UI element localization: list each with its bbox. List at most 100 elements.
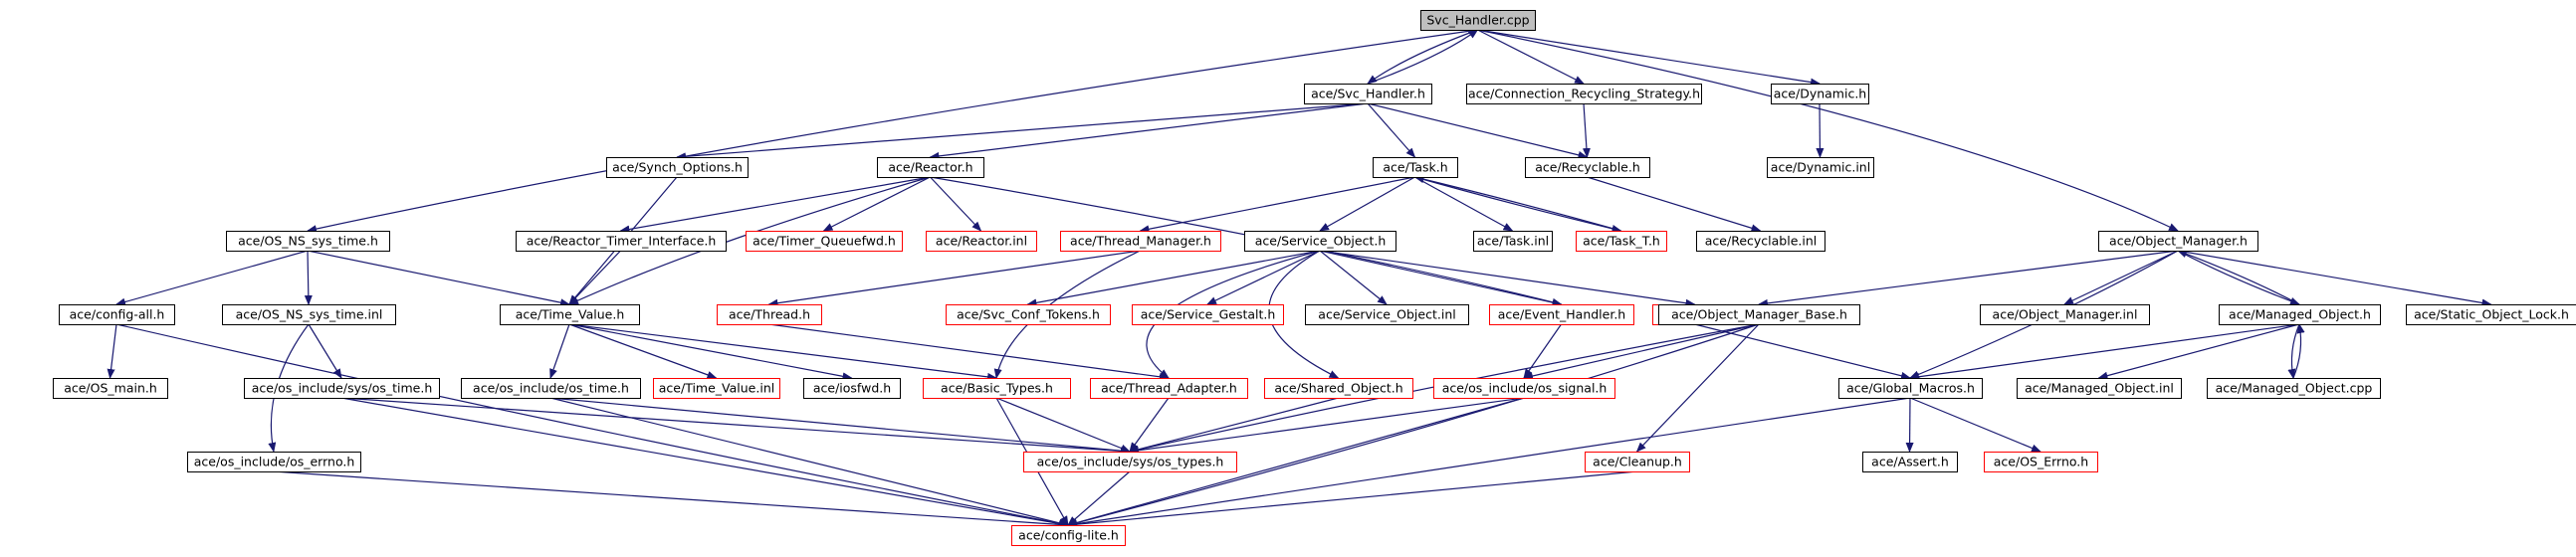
node-recyclable-h[interactable]: ace/Recyclable.h (1525, 157, 1650, 178)
node-label: ace/config-all.h (70, 307, 165, 322)
edge-object_manager_h-to-object_manager_inl (2063, 250, 2179, 305)
node-task-inl[interactable]: ace/Task.inl (1473, 231, 1553, 252)
edge-os_include_os_time_h-to-os_include_sys_os_types_h (549, 397, 1131, 456)
node-os-errno-h[interactable]: ace/OS_Errno.h (1984, 452, 2098, 472)
node-task-t-h[interactable]: ace/Task_T.h (1576, 231, 1667, 252)
node-synch-options-h[interactable]: ace/Synch_Options.h (606, 157, 749, 178)
node-basic-types-h[interactable]: ace/Basic_Types.h (923, 378, 1071, 399)
node-task-h[interactable]: ace/Task.h (1373, 157, 1458, 178)
node-object-manager-inl[interactable]: ace/Object_Manager.inl (1980, 304, 2150, 325)
node-box (2406, 304, 2576, 325)
node-label: ace/iosfwd.h (813, 381, 891, 396)
node-box (1696, 231, 1825, 252)
node-label: ace/Svc_Conf_Tokens.h (957, 307, 1100, 322)
node-os-ns-sys-time-h[interactable]: ace/OS_NS_sys_time.h (226, 231, 390, 252)
node-config-lite-h[interactable]: ace/config-lite.h (1011, 525, 1126, 546)
node-box (1767, 157, 1874, 178)
node-recyclable-inl[interactable]: ace/Recyclable.inl (1696, 231, 1825, 252)
node-os-include-os-time-h[interactable]: ace/os_include/os_time.h (461, 378, 641, 399)
node-box (1011, 525, 1126, 546)
node-box (1132, 304, 1284, 325)
edge-reactor_timer_interface_h-to-time_value_h (568, 250, 621, 305)
node-thread-adapter-h[interactable]: ace/Thread_Adapter.h (1090, 378, 1248, 399)
edge-os_ns_sys_time_h-to-os_ns_sys_time_inl (304, 250, 313, 305)
edge-conn_recycling_strategy_h-to-recyclable_h (1582, 102, 1591, 158)
node-reactor-timer-interface-h[interactable]: ace/Reactor_Timer_Interface.h (516, 231, 727, 252)
node-managed-object-inl[interactable]: ace/Managed_Object.inl (2017, 378, 2182, 399)
edge-svc_handler_h-to-svc_handler_cpp (1367, 29, 1479, 85)
node-event-handler-h[interactable]: ace/Event_Handler.h (1489, 304, 1634, 325)
node-box (1980, 304, 2150, 325)
edge-dynamic_h-to-dynamic_inl (1816, 102, 1825, 158)
edge-recyclable_h-to-recyclable_inl (1587, 176, 1762, 233)
edge-managed_object_h-to-object_manager_h (2177, 250, 2300, 305)
node-label: ace/Service_Object.inl (1318, 307, 1455, 322)
node-box (746, 231, 903, 252)
node-box (1060, 231, 1221, 252)
node-reactor-h[interactable]: ace/Reactor.h (877, 157, 984, 178)
edge-global_macros_h-to-config_lite_h (1067, 397, 1911, 528)
node-box (1305, 304, 1469, 325)
edge-svc_handler_cpp-to-os_ns_sys_time_h (307, 29, 1478, 234)
node-box (1576, 231, 1667, 252)
edge-os_include_sys_os_types_h-to-config_lite_h (1067, 470, 1131, 526)
node-box (1658, 304, 1860, 325)
node-global-macros-h[interactable]: ace/Global_Macros.h (1838, 378, 1983, 399)
node-reactor-inl[interactable]: ace/Reactor.inl (926, 231, 1037, 252)
node-conn-recycling-strategy-h[interactable]: ace/Connection_Recycling_Strategy.h (1466, 84, 1702, 104)
edge-thread_h-to-thread_adapter_h (768, 323, 1170, 381)
node-static-object-lock-h[interactable]: ace/Static_Object_Lock.h (2406, 304, 2576, 325)
node-dynamic-inl[interactable]: ace/Dynamic.inl (1767, 157, 1874, 178)
node-service-object-h[interactable]: ace/Service_Object.h (1244, 231, 1396, 252)
edge-svc_handler_h-to-task_h (1367, 102, 1416, 158)
node-box (1420, 10, 1536, 31)
node-os-include-os-signal-h[interactable]: ace/os_include/os_signal.h (1433, 378, 1615, 399)
edge-service_object_h-to-svc_conf_tokens_h (1026, 250, 1321, 307)
edge-os_include_os_time_h-to-config_lite_h (549, 397, 1069, 527)
node-thread-manager-h[interactable]: ace/Thread_Manager.h (1060, 231, 1221, 252)
node-box (1090, 378, 1248, 399)
node-label: ace/Reactor_Timer_Interface.h (527, 234, 717, 249)
node-box (1525, 157, 1650, 178)
edge-svc_handler_h-to-reactor_h (929, 102, 1369, 160)
node-box (2017, 378, 2182, 399)
node-os-include-sys-os-types-h[interactable]: ace/os_include/sys/os_types.h (1023, 452, 1237, 472)
node-os-include-os-errno-h[interactable]: ace/os_include/os_errno.h (187, 452, 361, 472)
node-config-all-h[interactable]: ace/config-all.h (59, 304, 175, 325)
node-shared-object-h[interactable]: ace/Shared_Object.h (1264, 378, 1413, 399)
node-os-main-h[interactable]: ace/OS_main.h (53, 378, 168, 399)
node-svc-conf-tokens-h[interactable]: ace/Svc_Conf_Tokens.h (946, 304, 1111, 325)
node-managed-object-h[interactable]: ace/Managed_Object.h (2219, 304, 2381, 325)
node-time-value-inl[interactable]: ace/Time_Value.inl (653, 378, 780, 399)
node-assert-h[interactable]: ace/Assert.h (1862, 452, 1958, 472)
node-os-include-sys-os-time-h[interactable]: ace/os_include/sys/os_time.h (244, 378, 440, 399)
node-label: ace/Shared_Object.h (1274, 381, 1402, 396)
edge-basic_types_h-to-os_include_sys_os_types_h (995, 397, 1131, 453)
node-box (187, 452, 361, 472)
node-box (1244, 231, 1396, 252)
node-object-manager-h[interactable]: ace/Object_Manager.h (2098, 231, 2258, 252)
node-svc-handler-cpp[interactable]: Svc_Handler.cpp (1420, 10, 1536, 31)
node-object-manager-base-h[interactable]: ace/Object_Manager_Base.h (1658, 304, 1860, 325)
node-iosfwd-h[interactable]: ace/iosfwd.h (803, 378, 901, 399)
node-time-value-h[interactable]: ace/Time_Value.h (500, 304, 640, 325)
edge-service_object_h-to-service_gestalt_h (1206, 250, 1321, 305)
node-managed-object-cpp[interactable]: ace/Managed_Object.cpp (2207, 378, 2381, 399)
node-thread-h[interactable]: ace/Thread.h (717, 304, 822, 325)
edge-os_include_os_signal_h-to-os_include_sys_os_types_h (1129, 397, 1525, 455)
node-svc-handler-h[interactable]: ace/Svc_Handler.h (1304, 84, 1432, 104)
node-label: ace/Service_Gestalt.h (1141, 307, 1276, 322)
edge-os_include_os_errno_h-to-config_lite_h (273, 470, 1069, 529)
node-cleanup-h[interactable]: ace/Cleanup.h (1585, 452, 1690, 472)
edge-object_manager_base_h-to-os_include_os_signal_h (1523, 323, 1760, 380)
node-os-ns-sys-time-inl[interactable]: ace/OS_NS_sys_time.inl (222, 304, 396, 325)
edge-reactor_h-to-time_value_h (568, 176, 931, 305)
node-box (1304, 84, 1432, 104)
node-label: ace/OS_Errno.h (1994, 455, 2088, 469)
node-label: ace/Service_Object.h (1255, 234, 1387, 249)
node-timer-queuefwd-h[interactable]: ace/Timer_Queuefwd.h (746, 231, 903, 252)
node-dynamic-h[interactable]: ace/Dynamic.h (1771, 84, 1869, 104)
node-label: ace/Thread_Adapter.h (1101, 381, 1237, 396)
node-service-gestalt-h[interactable]: ace/Service_Gestalt.h (1132, 304, 1284, 325)
node-service-object-inl[interactable]: ace/Service_Object.inl (1305, 304, 1469, 325)
